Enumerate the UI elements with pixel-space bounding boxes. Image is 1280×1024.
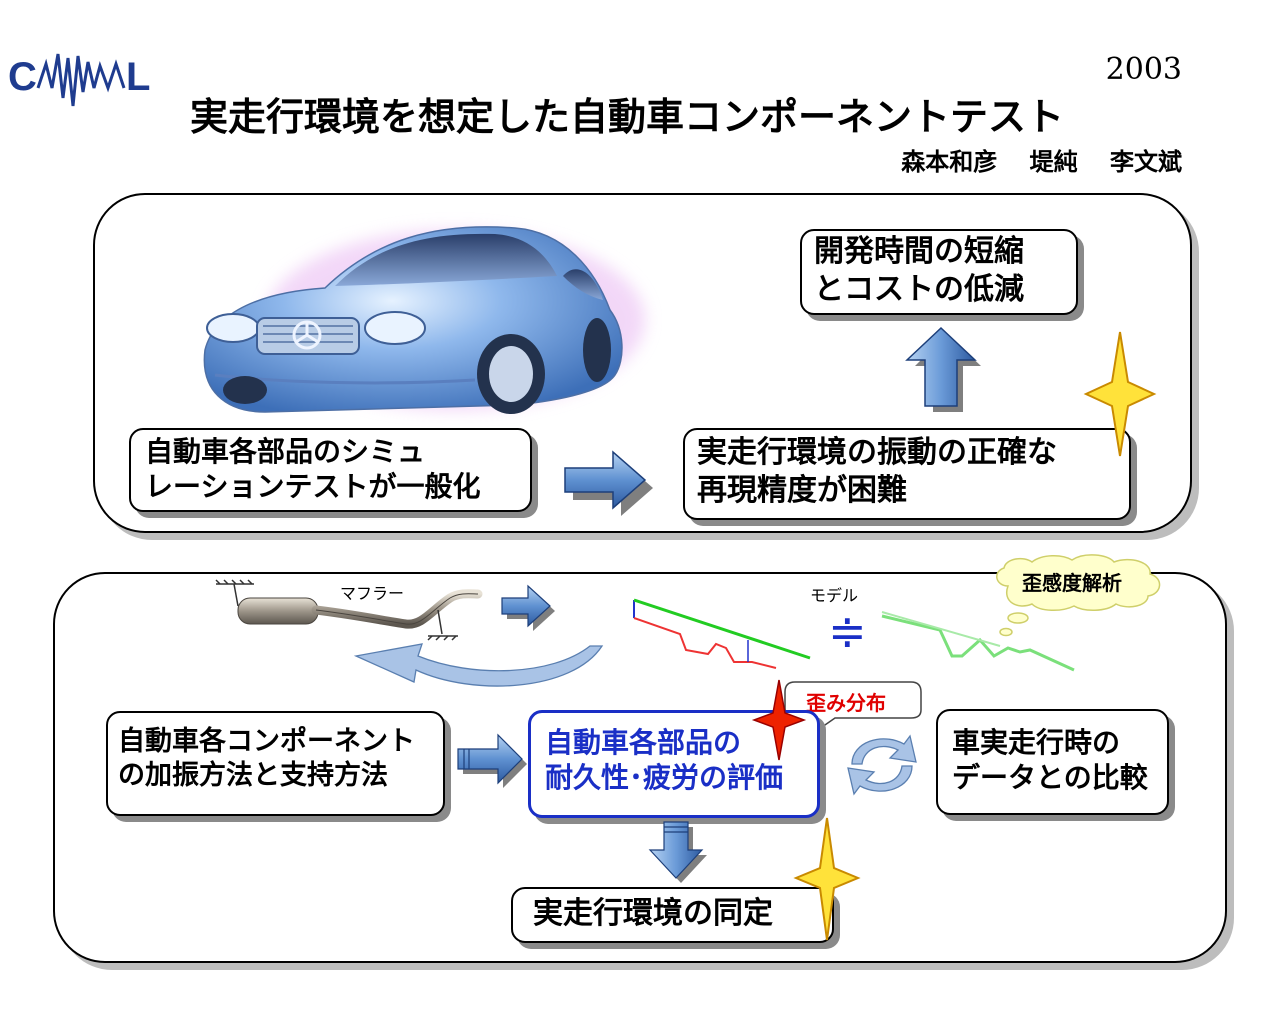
box-evaluation-line1: 自動車各部品の <box>545 726 742 759</box>
box-development-goal: 開発時間の短縮 とコストの低減 <box>800 229 1078 315</box>
sensitivity-diagram <box>881 611 1075 672</box>
box-data-comparison: 車実走行時の データとの比較 <box>936 709 1169 815</box>
box-method-line2: の加振方法と支持方法 <box>118 759 388 791</box>
right-arrow-small-icon <box>501 584 555 631</box>
box-reproduction-difficulty: 実走行環境の振動の正確な 再現精度が困難 <box>683 428 1131 520</box>
model-diagram <box>633 598 811 669</box>
right-arrow-icon-2 <box>457 733 527 788</box>
car-image <box>203 226 645 414</box>
model-label: モデル <box>810 586 859 605</box>
box-simulation-line1: 自動車各部品のシミュ <box>145 435 426 468</box>
authors: 森本和彦 堤純 李文斌 <box>901 148 1182 176</box>
year-label: 2003 <box>1105 52 1182 87</box>
right-arrow-icon <box>564 450 653 516</box>
box-compare-line1: 車実走行時の <box>952 726 1121 759</box>
approx-equal-symbol: ≑ <box>828 604 867 658</box>
sparkle-star-icon <box>1083 331 1157 457</box>
box-environment-identification: 実走行環境の同定 <box>511 887 834 943</box>
cycle-arrows-icon <box>847 734 917 796</box>
red-star-icon <box>751 679 807 761</box>
page-title: 実走行環境を想定した自動車コンポーネントテスト <box>190 95 1065 139</box>
box-simulation-line2: レーションテストが一般化 <box>145 470 481 503</box>
thought-cloud <box>996 554 1161 637</box>
box-durability-evaluation: 自動車各部品の 耐久性･疲労の評価 <box>528 710 820 818</box>
down-arrow-icon <box>648 821 707 883</box>
muffler-image <box>215 579 483 641</box>
box-goal-line2: とコストの低減 <box>814 271 1024 307</box>
box-excitation-method: 自動車各コンポーネント の加振方法と支持方法 <box>106 711 445 816</box>
strain-distribution-label: 歪み分布 <box>806 691 886 715</box>
box-compare-line2: データとの比較 <box>952 761 1148 794</box>
sparkle-star-icon-2 <box>793 817 861 941</box>
strain-sensitivity-label: 歪感度解析 <box>1022 571 1122 595</box>
curved-arrow-icon <box>353 643 604 687</box>
up-arrow-icon <box>905 326 981 412</box>
box-simulation-common: 自動車各部品のシミュ レーションテストが一般化 <box>129 428 532 512</box>
box-difficulty-line1: 実走行環境の振動の正確な <box>697 435 1057 470</box>
svg-text:L: L <box>126 55 150 99</box>
box-method-line1: 自動車各コンポーネント <box>118 726 415 757</box>
camal-logo: C L <box>8 53 150 107</box>
box-difficulty-line2: 再現精度が困難 <box>697 472 907 508</box>
svg-text:C: C <box>8 55 37 99</box>
box-goal-line1: 開発時間の短縮 <box>814 234 1024 269</box>
box-evaluation-line2: 耐久性･疲労の評価 <box>545 761 784 794</box>
box-identify-text: 実走行環境の同定 <box>533 896 773 931</box>
muffler-label: マフラー <box>340 584 405 603</box>
